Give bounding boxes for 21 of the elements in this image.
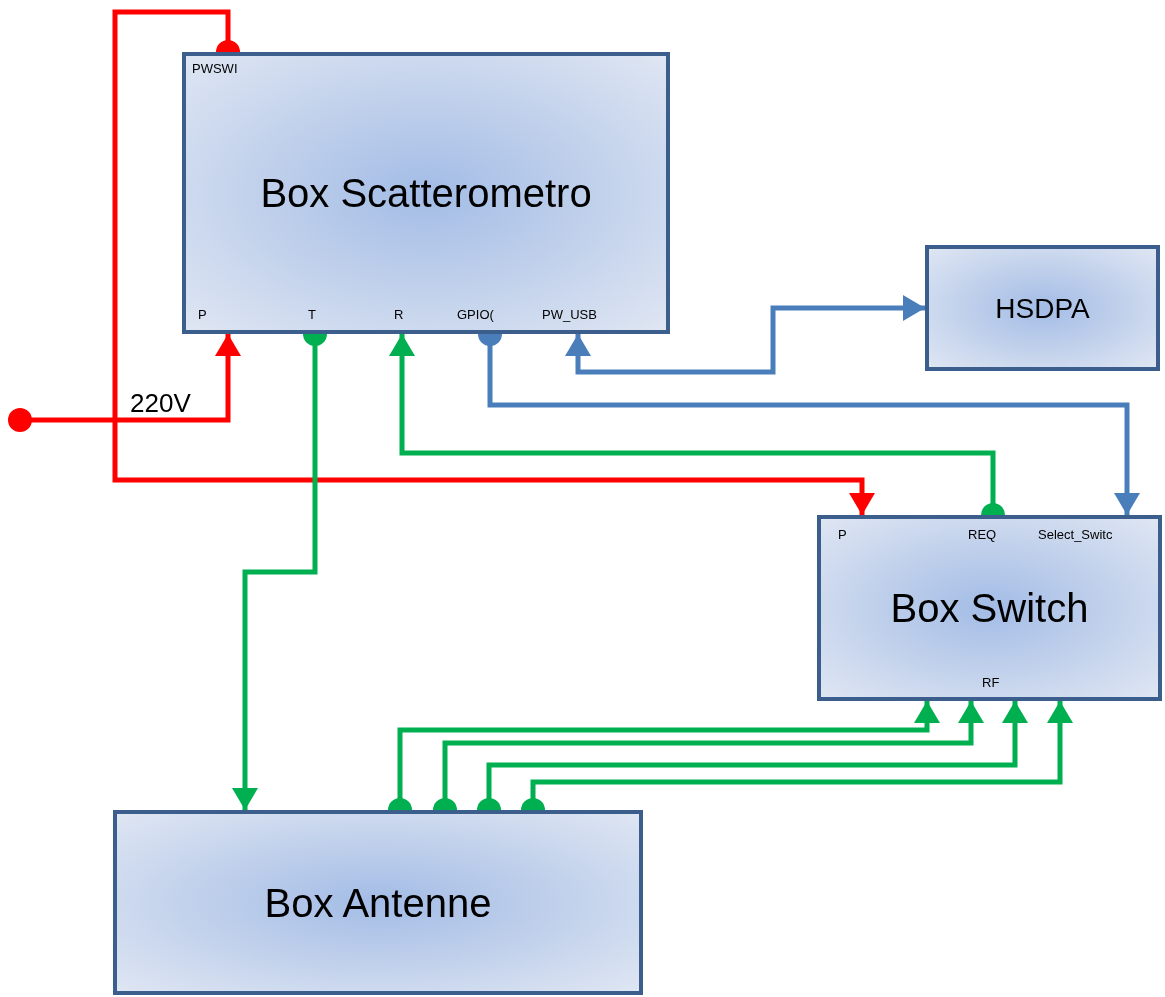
port-label: T <box>308 308 316 321</box>
device-box <box>925 245 1160 371</box>
port-label: RF <box>982 676 1000 689</box>
box-title: Box Switch <box>890 585 1089 632</box>
port-label: GPIO( <box>457 308 494 321</box>
box-title: HSDPA <box>995 291 1090 326</box>
port-label: Select_Switc <box>1038 528 1113 541</box>
device-box <box>817 515 1162 701</box>
port-label: PWSWI <box>192 62 238 75</box>
connector-arrow <box>112 9 875 515</box>
device-box <box>182 52 670 334</box>
device-box <box>113 810 643 995</box>
port-label: P <box>838 528 847 541</box>
box-title: Box Antenne <box>264 879 492 927</box>
port-label: R <box>394 308 404 321</box>
connector-arrow <box>565 295 925 375</box>
port-label: PW_USB <box>542 308 597 321</box>
port-label: REQ <box>968 528 997 541</box>
connector-arrow <box>8 334 241 432</box>
box-title: Box Scatterometro <box>260 170 592 217</box>
port-label: P <box>198 308 207 321</box>
